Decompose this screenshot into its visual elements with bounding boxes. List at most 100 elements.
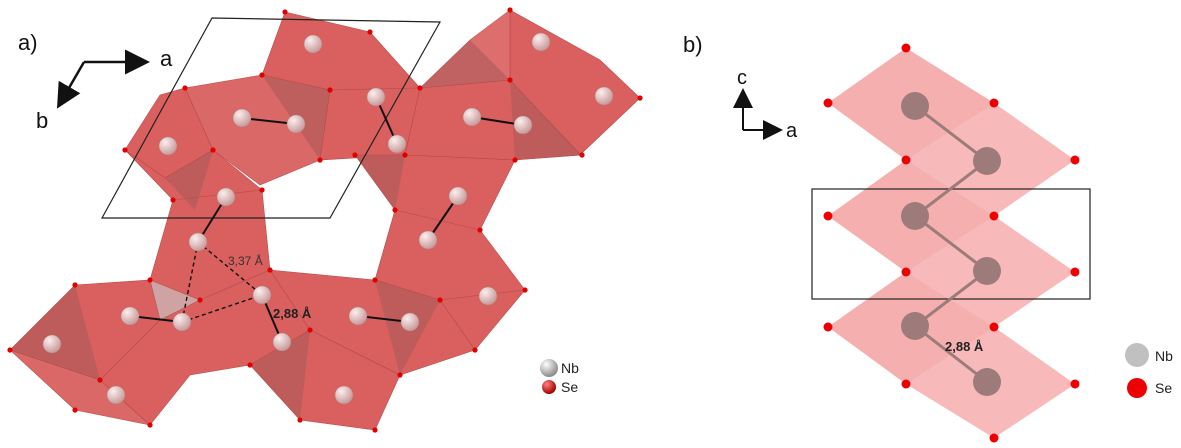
nb-dashed-contacts-a [181, 241, 263, 323]
nb-atom [303, 34, 323, 54]
se-atom [182, 85, 188, 91]
nb-atom [973, 257, 1001, 285]
se-atom [989, 98, 999, 108]
legend-nb-swatch [540, 359, 558, 377]
se-atom [247, 362, 253, 368]
legend-se-swatch-b [1127, 378, 1147, 398]
se-atom [367, 29, 373, 35]
shading-facet [165, 150, 213, 210]
se-atom [579, 152, 585, 158]
se-atom [522, 287, 528, 293]
nb-atom [387, 134, 407, 154]
panel-b: b) c a [683, 32, 1173, 443]
nb-atom [348, 306, 368, 326]
nb-atom [286, 114, 306, 134]
nb-atom [478, 286, 498, 306]
nb-atom [172, 312, 192, 332]
se-atom [507, 7, 513, 13]
se-atom [317, 157, 323, 163]
se-atom [72, 407, 78, 413]
se-atom [989, 433, 999, 443]
polyhedron [374, 209, 526, 301]
se-atom [122, 147, 128, 153]
se-atom [170, 197, 176, 203]
se-atom [327, 87, 333, 93]
legend-se-swatch [542, 380, 556, 394]
axis-b-label: b [36, 108, 48, 133]
panel-a-label: a) [18, 30, 38, 55]
legend-b: Nb Se [1125, 343, 1173, 398]
se-atom [1070, 267, 1080, 277]
nb-atoms-b [901, 92, 1001, 396]
legend-se-label: Se [561, 379, 578, 395]
axis-c-label: c [737, 67, 747, 89]
se-atoms-b [823, 43, 1080, 443]
nb-atom [42, 334, 62, 354]
se-atom [901, 267, 911, 277]
se-atom [901, 379, 911, 389]
nb-atom [448, 186, 468, 206]
dashed-contact [181, 294, 263, 323]
se-atom [397, 372, 403, 378]
nb-atom [901, 202, 929, 230]
bond-distance-label-b: 2,88 Å [945, 339, 984, 354]
nb-atom [188, 232, 208, 252]
nb-atom [334, 385, 354, 405]
se-atom [7, 347, 13, 353]
legend-a: Nb Se [540, 359, 579, 395]
nb-atoms-a [42, 32, 614, 405]
nb-atom [973, 147, 1001, 175]
se-atom [259, 187, 265, 193]
se-atom [147, 422, 153, 428]
se-atom [823, 322, 833, 332]
shading-facet [420, 40, 510, 88]
nb-atom [232, 108, 252, 128]
panel-a: a) a b [7, 7, 643, 433]
se-atom [372, 427, 378, 433]
se-atom [901, 155, 911, 165]
se-atom [72, 282, 78, 288]
se-atom [297, 417, 303, 423]
se-atom [282, 9, 288, 15]
legend-se-label-b: Se [1155, 380, 1172, 396]
unit-cell-a [100, 17, 442, 219]
shading-facet [510, 80, 582, 160]
nb-atom [158, 136, 178, 156]
se-atom [477, 227, 483, 233]
se-atom [1070, 155, 1080, 165]
axis-b-arrow [56, 61, 86, 109]
polyhedron [261, 11, 421, 91]
se-atom [307, 327, 313, 333]
se-atom [147, 277, 153, 283]
shading-facet [250, 330, 310, 420]
axis-a-label-b: a [786, 120, 798, 142]
nb-atom [216, 187, 236, 207]
nb-atom [462, 107, 482, 127]
se-atom [197, 297, 203, 303]
se-atoms-a [7, 7, 643, 433]
se-atom [989, 211, 999, 221]
se-atom [823, 98, 833, 108]
nb-atom [513, 115, 533, 135]
se-atom [267, 267, 273, 273]
shading-facet [10, 285, 100, 380]
nb-atom [901, 92, 929, 120]
legend-nb-label-b: Nb [1155, 348, 1173, 364]
se-atom [259, 72, 265, 78]
se-atom [823, 211, 833, 221]
nb-atom [400, 312, 420, 332]
shading-facet [355, 155, 405, 210]
se-atom [392, 207, 398, 213]
se-atom [507, 77, 513, 83]
se-atom [437, 297, 443, 303]
se-atom [989, 322, 999, 332]
nb-atom [272, 332, 292, 352]
nb-atom [418, 230, 438, 250]
se-atom [1070, 379, 1080, 389]
nb-atom [366, 87, 386, 107]
nb-atom [973, 368, 1001, 396]
nb-atom [106, 385, 126, 405]
se-atom [901, 43, 911, 53]
legend-nb-label: Nb [561, 360, 579, 376]
